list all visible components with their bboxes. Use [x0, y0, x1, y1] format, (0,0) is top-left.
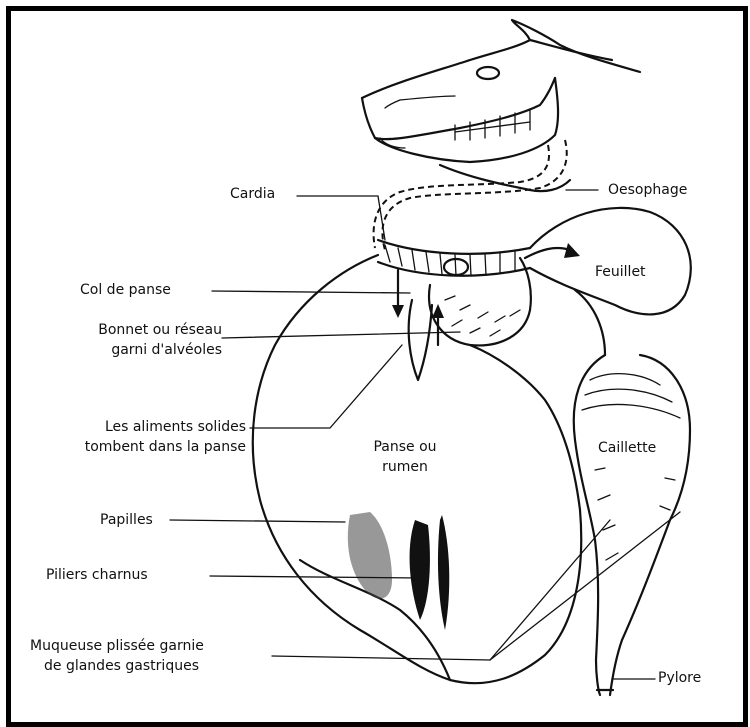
leader-bonnet [222, 332, 460, 338]
label-cardia: Cardia [230, 185, 275, 204]
omasum-outline [530, 208, 691, 315]
leader-aliments [250, 345, 402, 428]
label-panse-line2: rumen [360, 458, 450, 477]
arrow-to-feuillet [525, 248, 570, 258]
label-oesophage: Oesophage [608, 181, 687, 200]
label-caillette: Caillette [598, 439, 656, 458]
leader-papilles [170, 520, 345, 522]
leader-col-de-panse [212, 291, 410, 293]
label-papilles: Papilles [100, 511, 153, 530]
label-aliments-line2: tombent dans la panse [20, 438, 246, 457]
label-bonnet-line1: Bonnet ou réseau [36, 321, 222, 340]
piliers-texture [410, 520, 430, 620]
label-bonnet-line2: garni d'alvéoles [36, 341, 222, 360]
label-muqueuse-line1: Muqueuse plissée garnie [30, 637, 204, 656]
cow-head-drawing [362, 20, 640, 191]
oesophagus-dashed-path [382, 140, 566, 250]
leader-cardia [297, 196, 385, 240]
papilles-texture [348, 512, 392, 599]
label-col-de-panse: Col de panse [80, 281, 171, 300]
label-aliments-line1: Les aliments solides [20, 418, 246, 437]
label-piliers: Piliers charnus [46, 566, 148, 585]
label-panse-line1: Panse ou [360, 438, 450, 457]
label-muqueuse-line2: de glandes gastriques [44, 657, 199, 676]
label-pylore: Pylore [658, 669, 701, 688]
label-feuillet: Feuillet [595, 263, 646, 282]
